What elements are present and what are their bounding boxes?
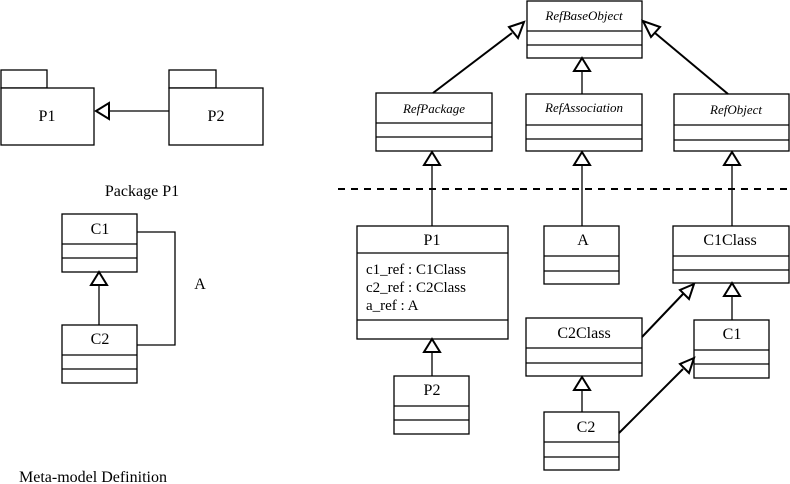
- class-refobject: RefObject: [673, 93, 790, 152]
- generalization-arrowhead-icon: [89, 270, 109, 286]
- class-box: [693, 319, 770, 379]
- class-p2-generated: P2: [393, 375, 470, 435]
- class-refpackage: RefPackage: [375, 92, 493, 152]
- generalization-arrowhead-icon: [722, 281, 742, 297]
- package-p2: P2: [168, 69, 264, 146]
- class-c2class: C2Class: [525, 317, 643, 377]
- p2-to-p1: [422, 337, 442, 376]
- c1class-to-refobject: [722, 150, 742, 226]
- class-box: [673, 93, 790, 152]
- class-label: C2: [91, 331, 110, 348]
- class-label: RefObject: [709, 102, 762, 117]
- package-label: P2: [208, 108, 225, 125]
- association-line: [137, 231, 176, 346]
- class-label: A: [577, 232, 589, 249]
- class-box: [393, 375, 470, 435]
- class-refbaseobject: RefBaseObject: [526, 0, 643, 59]
- c1-to-c1class: [722, 281, 742, 320]
- generalization-arrowhead-icon: [422, 337, 442, 353]
- class-label: RefAssociation: [544, 100, 623, 115]
- class-label: RefPackage: [402, 101, 465, 116]
- a-to-refassociation: [572, 150, 592, 226]
- package-p1: P1: [0, 69, 95, 146]
- c2-to-c1-generalization: [89, 270, 109, 325]
- class-refassociation: RefAssociation: [525, 93, 643, 152]
- class-box: [543, 225, 620, 285]
- refassociation-to-refbaseobject: [572, 56, 592, 94]
- refpackage-to-refbaseobject: [432, 20, 526, 94]
- generalization-arrowhead-icon: [678, 282, 696, 301]
- class-label: RefBaseObject: [544, 8, 623, 23]
- class-label: P1: [424, 232, 441, 249]
- association-label: A: [194, 276, 206, 293]
- class-box: [525, 93, 643, 152]
- association-a: A: [137, 231, 206, 346]
- class-label: C1Class: [703, 232, 756, 249]
- generalization-arrowhead-icon: [678, 356, 696, 375]
- class-c2-generated: C2: [543, 411, 620, 471]
- class-box: [526, 0, 643, 59]
- class-c1-generated: C1: [693, 319, 770, 379]
- c2-to-c1: [618, 356, 696, 434]
- generalization-line: [432, 32, 513, 94]
- caption: Meta-model Definition: [19, 469, 167, 484]
- class-label: C1: [91, 221, 110, 238]
- generalization-arrowhead-icon: [422, 150, 442, 166]
- package-title: Package P1: [105, 183, 179, 200]
- class-c2: C2: [61, 324, 138, 384]
- package-tab: [0, 69, 48, 89]
- c2-to-c2class: [572, 375, 592, 412]
- package-body: [168, 87, 264, 146]
- package-dependency-arrow: [94, 101, 169, 121]
- class-c1class: C1Class: [672, 225, 790, 284]
- class-box: [61, 324, 138, 384]
- generalization-arrowhead-icon: [572, 150, 592, 166]
- package-body: [0, 87, 95, 146]
- package-tab: [168, 69, 217, 89]
- generalization-line: [641, 293, 684, 338]
- generalization-arrowhead-icon: [722, 150, 742, 166]
- class-a-generated: A: [543, 225, 620, 285]
- class-label: P2: [424, 382, 441, 399]
- generalization-arrowhead-icon: [640, 19, 662, 39]
- generalization-arrowhead-icon: [94, 101, 110, 121]
- class-p1-generated: P1 c1_ref : C1Class c2_ref : C2Class a_r…: [356, 225, 509, 340]
- p1-to-refpackage: [422, 150, 442, 226]
- generalization-arrowhead-icon: [572, 375, 592, 391]
- generalization-line: [654, 32, 729, 95]
- generalization-line: [618, 368, 684, 434]
- generalization-arrowhead-icon: [572, 56, 592, 72]
- package-label: P1: [39, 108, 56, 125]
- class-box: [525, 317, 643, 377]
- class-attribute: c1_ref : C1Class: [366, 262, 466, 278]
- class-c1: C1: [61, 213, 138, 273]
- generalization-arrowhead-icon: [507, 20, 526, 40]
- class-label: C2Class: [557, 325, 610, 342]
- c2class-to-c1class: [641, 282, 696, 338]
- class-box: [672, 225, 790, 284]
- class-label: C1: [723, 326, 742, 343]
- refobject-to-refbaseobject: [640, 19, 729, 95]
- class-label: C2: [577, 419, 596, 436]
- class-attribute: a_ref : A: [366, 298, 419, 314]
- class-attribute: c2_ref : C2Class: [366, 280, 466, 296]
